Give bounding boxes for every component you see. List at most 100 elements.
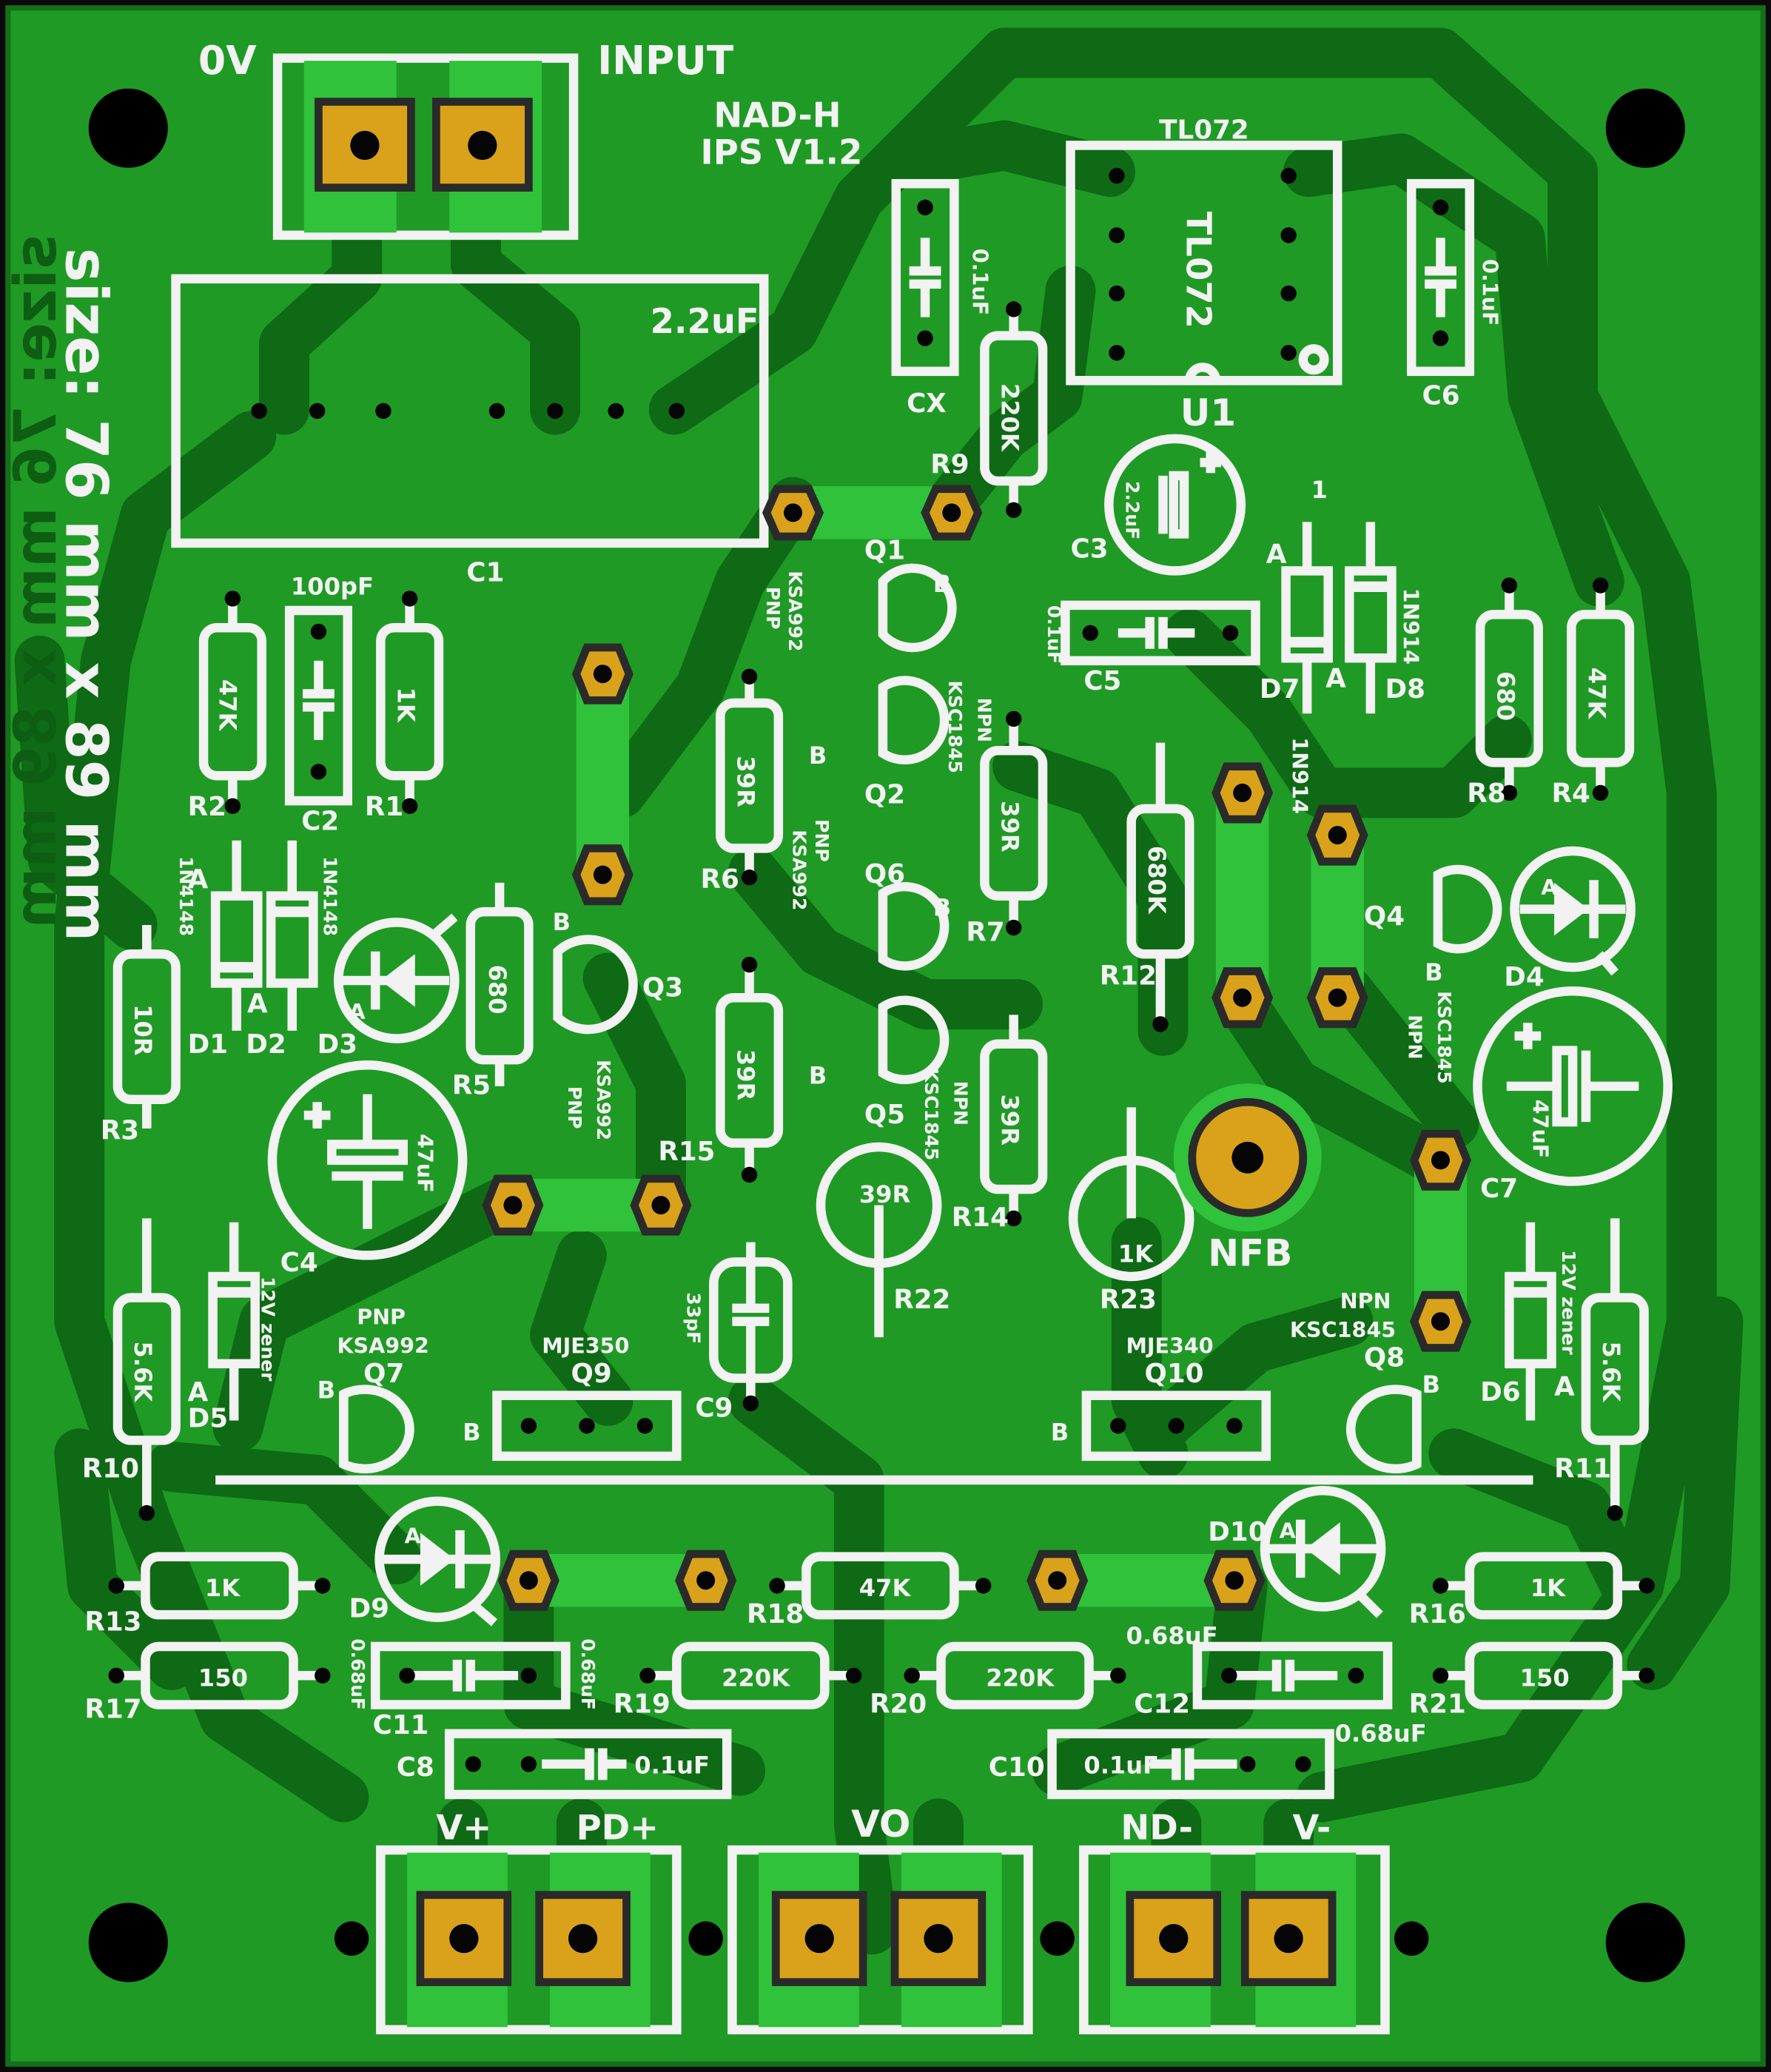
r10-resistor[interactable] (112, 1218, 181, 1521)
q6-transistor[interactable] (878, 881, 950, 971)
q3-transistor[interactable] (553, 935, 638, 1035)
bias-pads[interactable] (1212, 762, 1368, 1029)
r20-resistor[interactable] (904, 1641, 1126, 1709)
r17-resistor[interactable] (108, 1641, 331, 1709)
d9-led[interactable] (374, 1496, 500, 1627)
board-title: NAD-H (713, 95, 841, 135)
r6-label: R6 (701, 864, 739, 895)
q1-transistor[interactable] (878, 563, 957, 653)
c7-pads[interactable] (1410, 1129, 1471, 1352)
d3-led[interactable] (333, 913, 460, 1043)
r16-resistor[interactable] (1432, 1552, 1655, 1620)
r4-label: R4 (1552, 778, 1590, 809)
c4-pads[interactable] (482, 1174, 692, 1236)
r22-resistor[interactable] (816, 1142, 942, 1338)
nfb-pad[interactable] (1173, 1083, 1322, 1232)
r23-resistor[interactable] (1068, 1107, 1194, 1282)
cx-capacitor[interactable] (891, 178, 959, 377)
d5-zener[interactable] (208, 1222, 260, 1421)
r21-resistor[interactable] (1432, 1641, 1655, 1709)
input-connector[interactable] (272, 53, 579, 240)
r1-resistor[interactable] (376, 591, 444, 814)
c4-capacitor[interactable] (267, 1060, 468, 1260)
q10-transistor[interactable] (1081, 1390, 1271, 1462)
u1-opamp[interactable] (1066, 141, 1342, 386)
c11-capacitor[interactable] (370, 1641, 571, 1709)
r19-value: 220K (722, 1664, 790, 1692)
d1-diode[interactable] (210, 840, 263, 1031)
r18-resistor[interactable] (769, 1552, 992, 1620)
c3-capacitor[interactable] (1104, 434, 1246, 576)
d10-led[interactable] (1260, 1486, 1386, 1618)
r17-label: R17 (84, 1694, 141, 1724)
r14-resistor[interactable] (980, 1015, 1048, 1227)
d9-label: D9 (349, 1594, 389, 1624)
output-connector[interactable] (727, 1845, 1033, 2035)
svg-text:size: 76 mm x 89 mm: size: 76 mm x 89 mm (1, 235, 70, 929)
r3-resistor[interactable] (112, 925, 181, 1128)
r12-resistor[interactable] (1126, 742, 1194, 1032)
output-pads[interactable] (497, 1550, 1266, 1611)
r9-label: R9 (930, 449, 969, 480)
d6-anode: A (1554, 1372, 1575, 1402)
q4-transistor[interactable] (1433, 864, 1502, 954)
c6-capacitor[interactable] (1406, 178, 1475, 377)
q6-base: B (933, 894, 951, 922)
r7-resistor[interactable] (980, 710, 1048, 936)
d4-led[interactable] (1510, 846, 1636, 976)
power-connector-right[interactable] (1079, 1845, 1390, 2035)
d8-diode[interactable] (1345, 522, 1397, 714)
c7-capacitor[interactable] (1473, 986, 1673, 1186)
r5-resistor[interactable] (466, 882, 534, 1086)
q8-label: Q8 (1364, 1342, 1405, 1373)
c8-capacitor[interactable] (444, 1729, 732, 1800)
q10-label: Q10 (1145, 1359, 1204, 1389)
r3-label: R3 (101, 1115, 139, 1146)
pdplus-label: PD+ (577, 1808, 659, 1848)
q3-jumper-pads[interactable] (571, 643, 634, 906)
r6-value: 39R (732, 756, 760, 807)
r8-resistor[interactable] (1475, 577, 1543, 801)
d3-anode: A (349, 999, 366, 1024)
c12-capacitor[interactable] (1192, 1641, 1393, 1709)
q6-part: KSA992 (789, 830, 810, 910)
r12-value: 680K (1143, 846, 1171, 915)
r9-resistor[interactable] (980, 301, 1048, 518)
q1-base: B (933, 570, 951, 598)
r19-resistor[interactable] (639, 1641, 862, 1709)
c2-capacitor[interactable] (284, 605, 352, 806)
board-version: IPS V1.2 (701, 132, 863, 172)
c10-capacitor[interactable] (1047, 1729, 1334, 1800)
q1-r9-pads[interactable] (762, 485, 983, 541)
q8-transistor[interactable] (1346, 1385, 1422, 1474)
q1-type: PNP (762, 587, 784, 630)
q3-part: KSA992 (593, 1060, 614, 1140)
q7-transistor[interactable] (339, 1385, 414, 1474)
r4-resistor[interactable] (1567, 577, 1635, 801)
r16-value: 1K (1530, 1574, 1566, 1602)
r15-resistor[interactable] (716, 956, 784, 1183)
q6-type: PNP (811, 819, 833, 862)
r11-resistor[interactable] (1581, 1218, 1649, 1521)
c6-label: C6 (1422, 380, 1460, 411)
q7-part: KSA992 (337, 1333, 429, 1359)
q5-transistor[interactable] (878, 995, 950, 1085)
power-connector-left[interactable] (376, 1845, 682, 2035)
r2-resistor[interactable] (198, 591, 266, 814)
r20-value: 220K (986, 1664, 1055, 1692)
pin1-label: 1 (1311, 476, 1328, 504)
c1-capacitor[interactable] (171, 274, 769, 548)
r4-value: 47K (1583, 667, 1611, 720)
r13-resistor[interactable] (108, 1552, 331, 1620)
r6-resistor[interactable] (716, 668, 784, 886)
q2-transistor[interactable] (878, 676, 950, 765)
d6-zener[interactable] (1505, 1222, 1556, 1421)
d7-diode[interactable] (1281, 522, 1333, 714)
d1-value: 1N4148 (175, 856, 197, 936)
c5-capacitor[interactable] (1061, 600, 1260, 666)
d2-diode[interactable] (266, 840, 318, 1031)
c9-capacitor[interactable] (709, 1242, 793, 1412)
r14-label: R14 (952, 1202, 1009, 1233)
q9-transistor[interactable] (492, 1390, 682, 1462)
q8-base: B (1422, 1370, 1441, 1399)
